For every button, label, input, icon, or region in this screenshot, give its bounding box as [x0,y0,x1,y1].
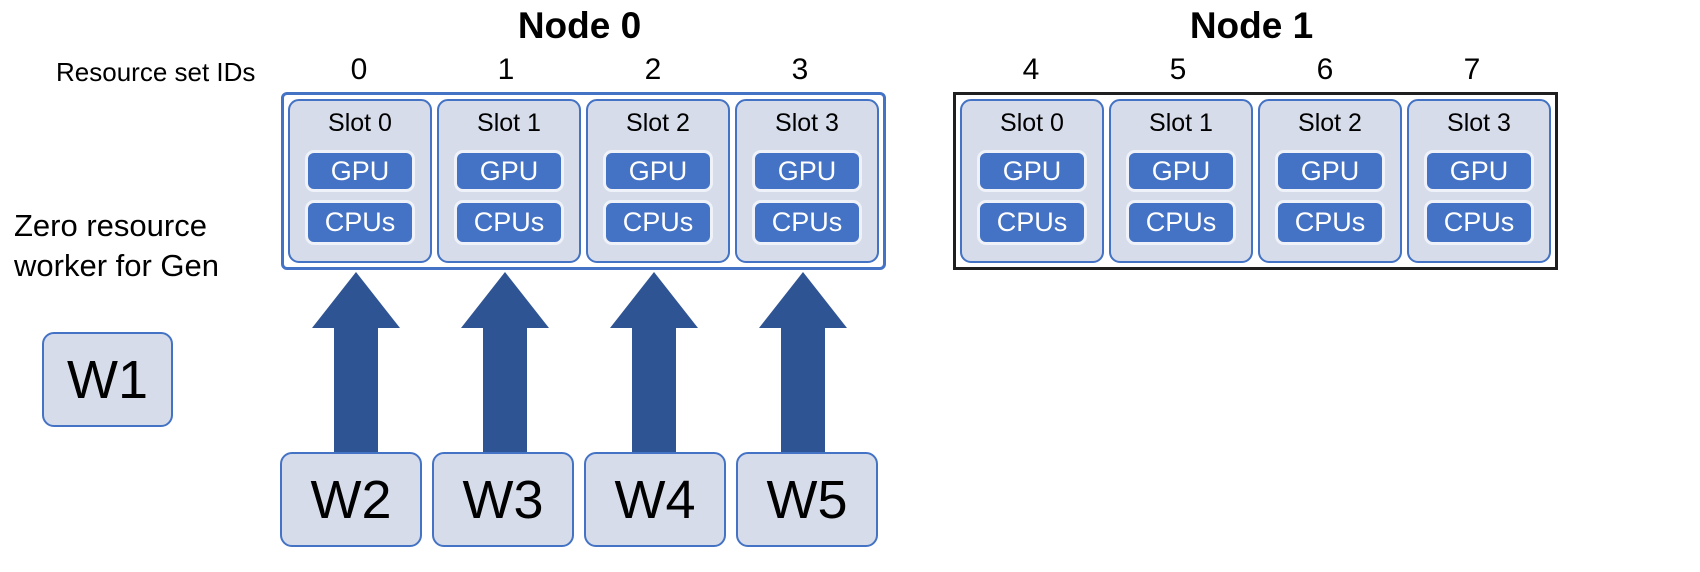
arrow-shaft [781,328,825,452]
node1-slot-0: Slot 0 GPU CPUs [960,99,1104,263]
slot-label: Slot 2 [1298,109,1362,137]
node0-resource-id-row: 0 1 2 3 [281,52,878,88]
up-arrow-icon [759,272,847,452]
resource-id: 5 [1169,53,1187,86]
worker-label: W3 [462,469,544,530]
slot-label: Slot 0 [1000,109,1064,137]
node1-resource-id-row: 4 5 6 7 [953,52,1550,88]
node1-container: Slot 0 GPU CPUs Slot 1 GPU CPUs Slot 2 G… [953,92,1558,270]
node0-slot-1: Slot 1 GPU CPUs [437,99,581,263]
resource-id: 6 [1316,53,1334,86]
gpu-chip: GPU [1424,150,1534,192]
node1-title: Node 1 [1189,5,1314,46]
resource-id: 3 [791,53,809,86]
node1-slot-2: Slot 2 GPU CPUs [1258,99,1402,263]
cpus-chip: CPUs [1424,200,1534,245]
node1-slot-1: Slot 1 GPU CPUs [1109,99,1253,263]
slot-label: Slot 3 [1447,109,1511,137]
node0-slot-3: Slot 3 GPU CPUs [735,99,879,263]
node0-slot-0: Slot 0 GPU CPUs [288,99,432,263]
worker-box-w3: W3 [432,452,574,547]
cpus-chip: CPUs [305,200,415,245]
resource-id: 1 [497,53,515,86]
node0-title: Node 0 [517,5,642,46]
caption-line: worker for Gen [14,248,220,283]
arrow-head [312,272,400,328]
worker-label: W5 [766,469,848,530]
worker-box-w1: W1 [42,332,173,427]
gpu-chip: GPU [454,150,564,192]
worker-box-w5: W5 [736,452,878,547]
cpus-chip: CPUs [1126,200,1236,245]
cpus-chip: CPUs [603,200,713,245]
worker-label: W1 [67,349,148,410]
worker-box-w2: W2 [280,452,422,547]
arrow-head [759,272,847,328]
cpus-chip: CPUs [1275,200,1385,245]
slot-label: Slot 1 [1149,109,1213,137]
cpus-chip: CPUs [977,200,1087,245]
up-arrow-icon [312,272,400,452]
resource-id: 7 [1463,53,1481,86]
up-arrow-icon [610,272,698,452]
slot-label: Slot 0 [328,109,392,137]
gpu-chip: GPU [305,150,415,192]
gpu-chip: GPU [1275,150,1385,192]
gpu-chip: GPU [977,150,1087,192]
arrow-head [461,272,549,328]
worker-label: W4 [614,469,696,530]
gpu-chip: GPU [603,150,713,192]
slot-label: Slot 3 [775,109,839,137]
caption-line: Zero resource [14,208,207,243]
arrow-shaft [334,328,378,452]
resource-set-ids-label: Resource set IDs [56,57,256,87]
zero-resource-worker-caption: Zero resource worker for Gen [14,206,219,286]
gpu-chip: GPU [752,150,862,192]
gpu-chip: GPU [1126,150,1236,192]
worker-box-w4: W4 [584,452,726,547]
worker-label: W2 [310,469,392,530]
resource-id: 2 [644,53,662,86]
cpus-chip: CPUs [752,200,862,245]
arrow-shaft [632,328,676,452]
node0-slot-2: Slot 2 GPU CPUs [586,99,730,263]
node1-slot-3: Slot 3 GPU CPUs [1407,99,1551,263]
cpus-chip: CPUs [454,200,564,245]
resource-id: 0 [350,53,368,86]
arrow-head [610,272,698,328]
up-arrow-icon [461,272,549,452]
arrow-shaft [483,328,527,452]
node0-container: Slot 0 GPU CPUs Slot 1 GPU CPUs Slot 2 G… [281,92,886,270]
resource-id: 4 [1022,53,1040,86]
slot-label: Slot 2 [626,109,690,137]
slot-label: Slot 1 [477,109,541,137]
